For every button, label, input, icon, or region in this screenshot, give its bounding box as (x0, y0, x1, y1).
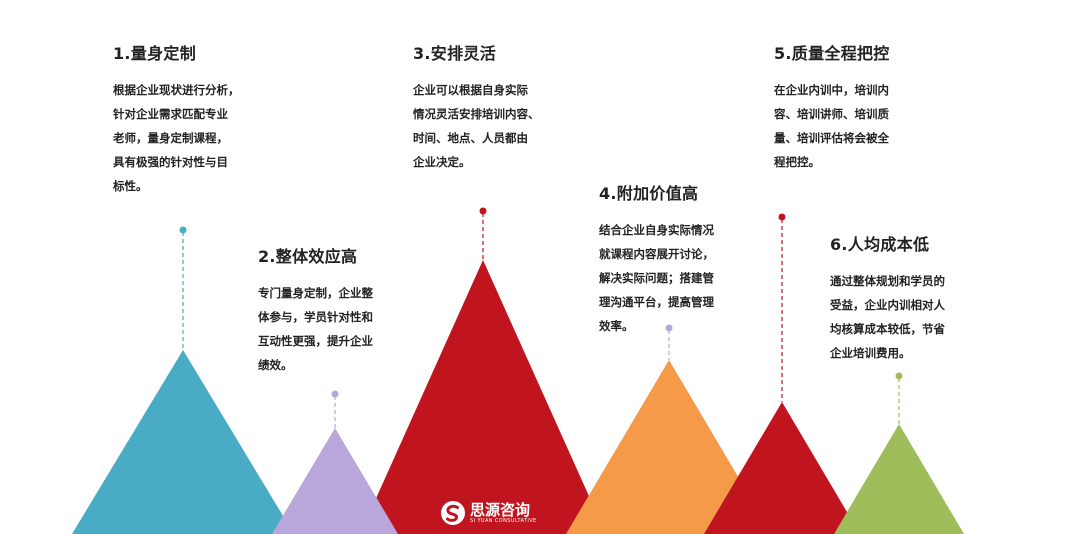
triangle-2 (272, 428, 398, 534)
point-2-title: 2.整体效应高 (258, 247, 358, 266)
logo-name: 思源咨询 (470, 500, 531, 519)
point-6-title: 6.人均成本低 (830, 235, 930, 254)
triangle-6 (834, 424, 964, 534)
point-1-title: 1.量身定制 (113, 44, 197, 63)
triangle-3 (360, 260, 606, 534)
dot-3 (479, 207, 487, 215)
point-5: 5.质量全程把控 在企业内训中，培训内 容、培训讲师、培训质 量、培训评估将会被… (774, 40, 934, 174)
point-3-title: 3.安排灵活 (413, 44, 497, 63)
triangle-4 (566, 360, 772, 534)
dot-2 (331, 390, 339, 398)
point-4-text: 结合企业自身实际情况 就课程内容展开讨论， 解决实际问题；搭建管 理沟通平台，提… (599, 223, 714, 333)
point-3-text: 企业可以根据自身实际 情况灵活安排培训内容、 时间、地点、人员都由 企业决定。 (413, 83, 540, 169)
logo-subtitle: SI YUAN CONSULTATIVE (470, 517, 537, 524)
point-4-title: 4.附加价值高 (599, 184, 699, 203)
logo-mark-icon (441, 501, 465, 525)
dot-4 (665, 324, 673, 332)
dot-6 (895, 372, 903, 380)
dot-1 (179, 226, 187, 234)
point-6: 6.人均成本低 通过整体规划和学员的 受益，企业内训相对人 均核算成本较低，节省… (830, 231, 980, 365)
point-5-text: 在企业内训中，培训内 容、培训讲师、培训质 量、培训评估将会被全 程把控。 (774, 83, 889, 169)
point-2: 2.整体效应高 专门量身定制，企业整 体参与，学员针对性和 互动性更强，提升企业… (258, 243, 408, 377)
point-5-title: 5.质量全程把控 (774, 44, 890, 63)
triangle-5 (704, 402, 860, 534)
point-2-text: 专门量身定制，企业整 体参与，学员针对性和 互动性更强，提升企业 绩效。 (258, 286, 373, 372)
dot-5 (778, 213, 786, 221)
brand-logo: 思源咨询 SI YUAN CONSULTATIVE (440, 500, 537, 526)
point-6-text: 通过整体规划和学员的 受益，企业内训相对人 均核算成本较低，节省 企业培训费用。 (830, 274, 945, 360)
point-1: 1.量身定制 根据企业现状进行分析， 针对企业需求匹配专业 老师，量身定制课程，… (113, 40, 273, 198)
point-4: 4.附加价值高 结合企业自身实际情况 就课程内容展开讨论， 解决实际问题；搭建管… (599, 180, 749, 338)
point-1-text: 根据企业现状进行分析， 针对企业需求匹配专业 老师，量身定制课程， 具有极强的针… (113, 83, 240, 193)
triangle-1 (72, 350, 294, 534)
point-3: 3.安排灵活 企业可以根据自身实际 情况灵活安排培训内容、 时间、地点、人员都由… (413, 40, 573, 174)
